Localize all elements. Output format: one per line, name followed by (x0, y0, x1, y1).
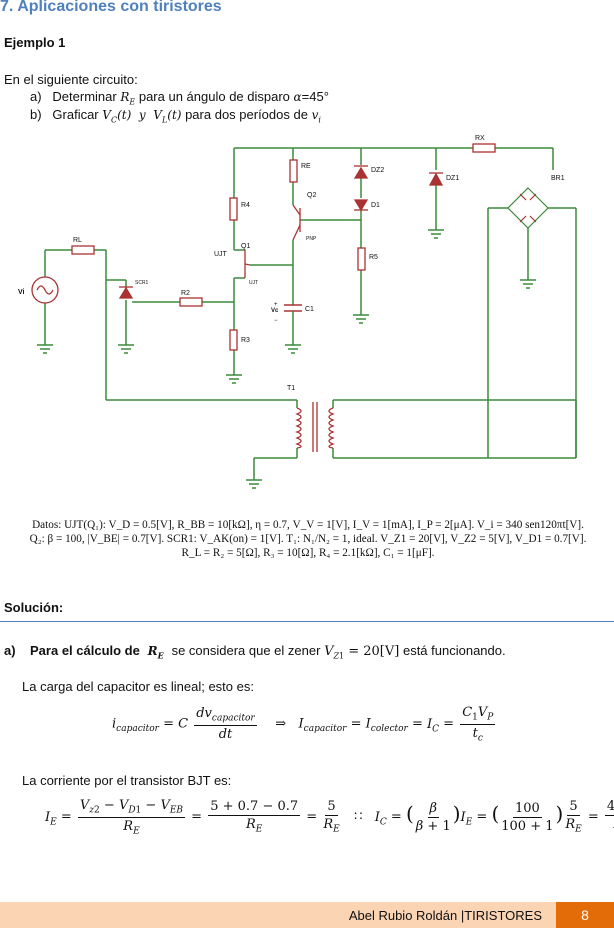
intro-text: En el siguiente circuito: (4, 72, 138, 87)
lbl-dz2: DZ2 (371, 167, 384, 174)
item-b-label: b) (30, 107, 42, 122)
data-block: Datos: UJT(Q₁): V_D = 0.5[V], R_BB = 10[… (8, 518, 608, 560)
part-a-label: a) (4, 643, 16, 658)
item-b-text2: para dos períodos de (185, 107, 308, 122)
lbl-plus: + (274, 302, 278, 308)
part-a-rest2: está funcionando. (402, 643, 506, 658)
lbl-t1: T1 (287, 385, 295, 392)
lbl-rl: RL (73, 237, 82, 244)
lbl-scr1: SCR1 (135, 280, 149, 286)
transformer (295, 402, 335, 452)
data-line-2: Q₂: β = 100, |V_BE| = 0.7[V]. SCR1: V_AK… (29, 533, 587, 545)
page-footer: Abel Rubio Roldán |TIRISTORES 8 (0, 902, 614, 928)
lbl-r4: R4 (241, 202, 250, 209)
bridge-rectifier (507, 187, 549, 229)
lbl-r5: R5 (369, 254, 378, 261)
data-line-1: Datos: UJT(Q₁): V_D = 0.5[V], R_BB = 10[… (32, 519, 584, 531)
lbl-re: RE (301, 163, 311, 170)
lbl-br1: BR1 (551, 175, 565, 182)
lbl-ujt: UJT (214, 251, 228, 258)
circuit-diagram: RX RE DZ2 DZ1 BR1 Q2 D1 R4 PNP UJT Q1 UJ… (18, 135, 577, 489)
lbl-vc: Vc (271, 308, 279, 314)
solution-rule (0, 621, 614, 622)
part-a-bold: Para el cálculo de (30, 643, 140, 658)
example-title: Ejemplo 1 (4, 35, 66, 50)
item-b: b) Graficar VC(t) y VL(t) para dos perío… (30, 107, 321, 125)
section-title: 7. Aplicaciones con tiristores (0, 0, 222, 15)
footer-author: Abel Rubio Roldán |TIRISTORES (348, 908, 542, 923)
ac-source (31, 276, 59, 304)
item-a: a) Determinar RE para un ángulo de dispa… (30, 89, 329, 107)
wires (44, 147, 577, 480)
page-number: 8 (556, 902, 614, 928)
part-a-line: a) Para el cálculo de RE se considera qu… (4, 643, 506, 661)
diodes (118, 165, 444, 299)
lbl-c1: C1 (305, 306, 314, 313)
lbl-d1: D1 (371, 202, 380, 209)
capacitor (284, 304, 302, 312)
bjt-text: La corriente por el transistor BJT es: (22, 773, 232, 788)
resistors (71, 143, 496, 351)
lbl-dz1: DZ1 (446, 175, 459, 182)
transistors (244, 204, 301, 278)
item-a-label: a) (30, 89, 42, 104)
data-line-3: R_L = R₂ = 5[Ω], R₃ = 10[Ω], R₄ = 2.1[kΩ… (181, 547, 435, 559)
lbl-pnp: PNP (306, 236, 317, 242)
solution-title: Solución: (4, 600, 64, 615)
lbl-vi: Vi (18, 289, 25, 296)
lbl-r2: R2 (181, 290, 190, 297)
part-a-rest: se considera que el zener (171, 643, 321, 658)
item-a-text: Determinar (52, 89, 117, 104)
item-b-text: Graficar (52, 107, 99, 122)
lbl-rx: RX (475, 135, 485, 142)
item-a-text2: para un ángulo de disparo (138, 89, 290, 104)
lbl-minus: − (274, 318, 278, 324)
grounds (37, 229, 536, 489)
lbl-q1: Q1 (241, 243, 250, 250)
capacitor-text: La carga del capacitor es lineal; esto e… (22, 679, 254, 694)
lbl-r3: R3 (241, 337, 250, 344)
lbl-ujt-small: UJT (249, 280, 258, 286)
lbl-q2: Q2 (307, 192, 316, 199)
